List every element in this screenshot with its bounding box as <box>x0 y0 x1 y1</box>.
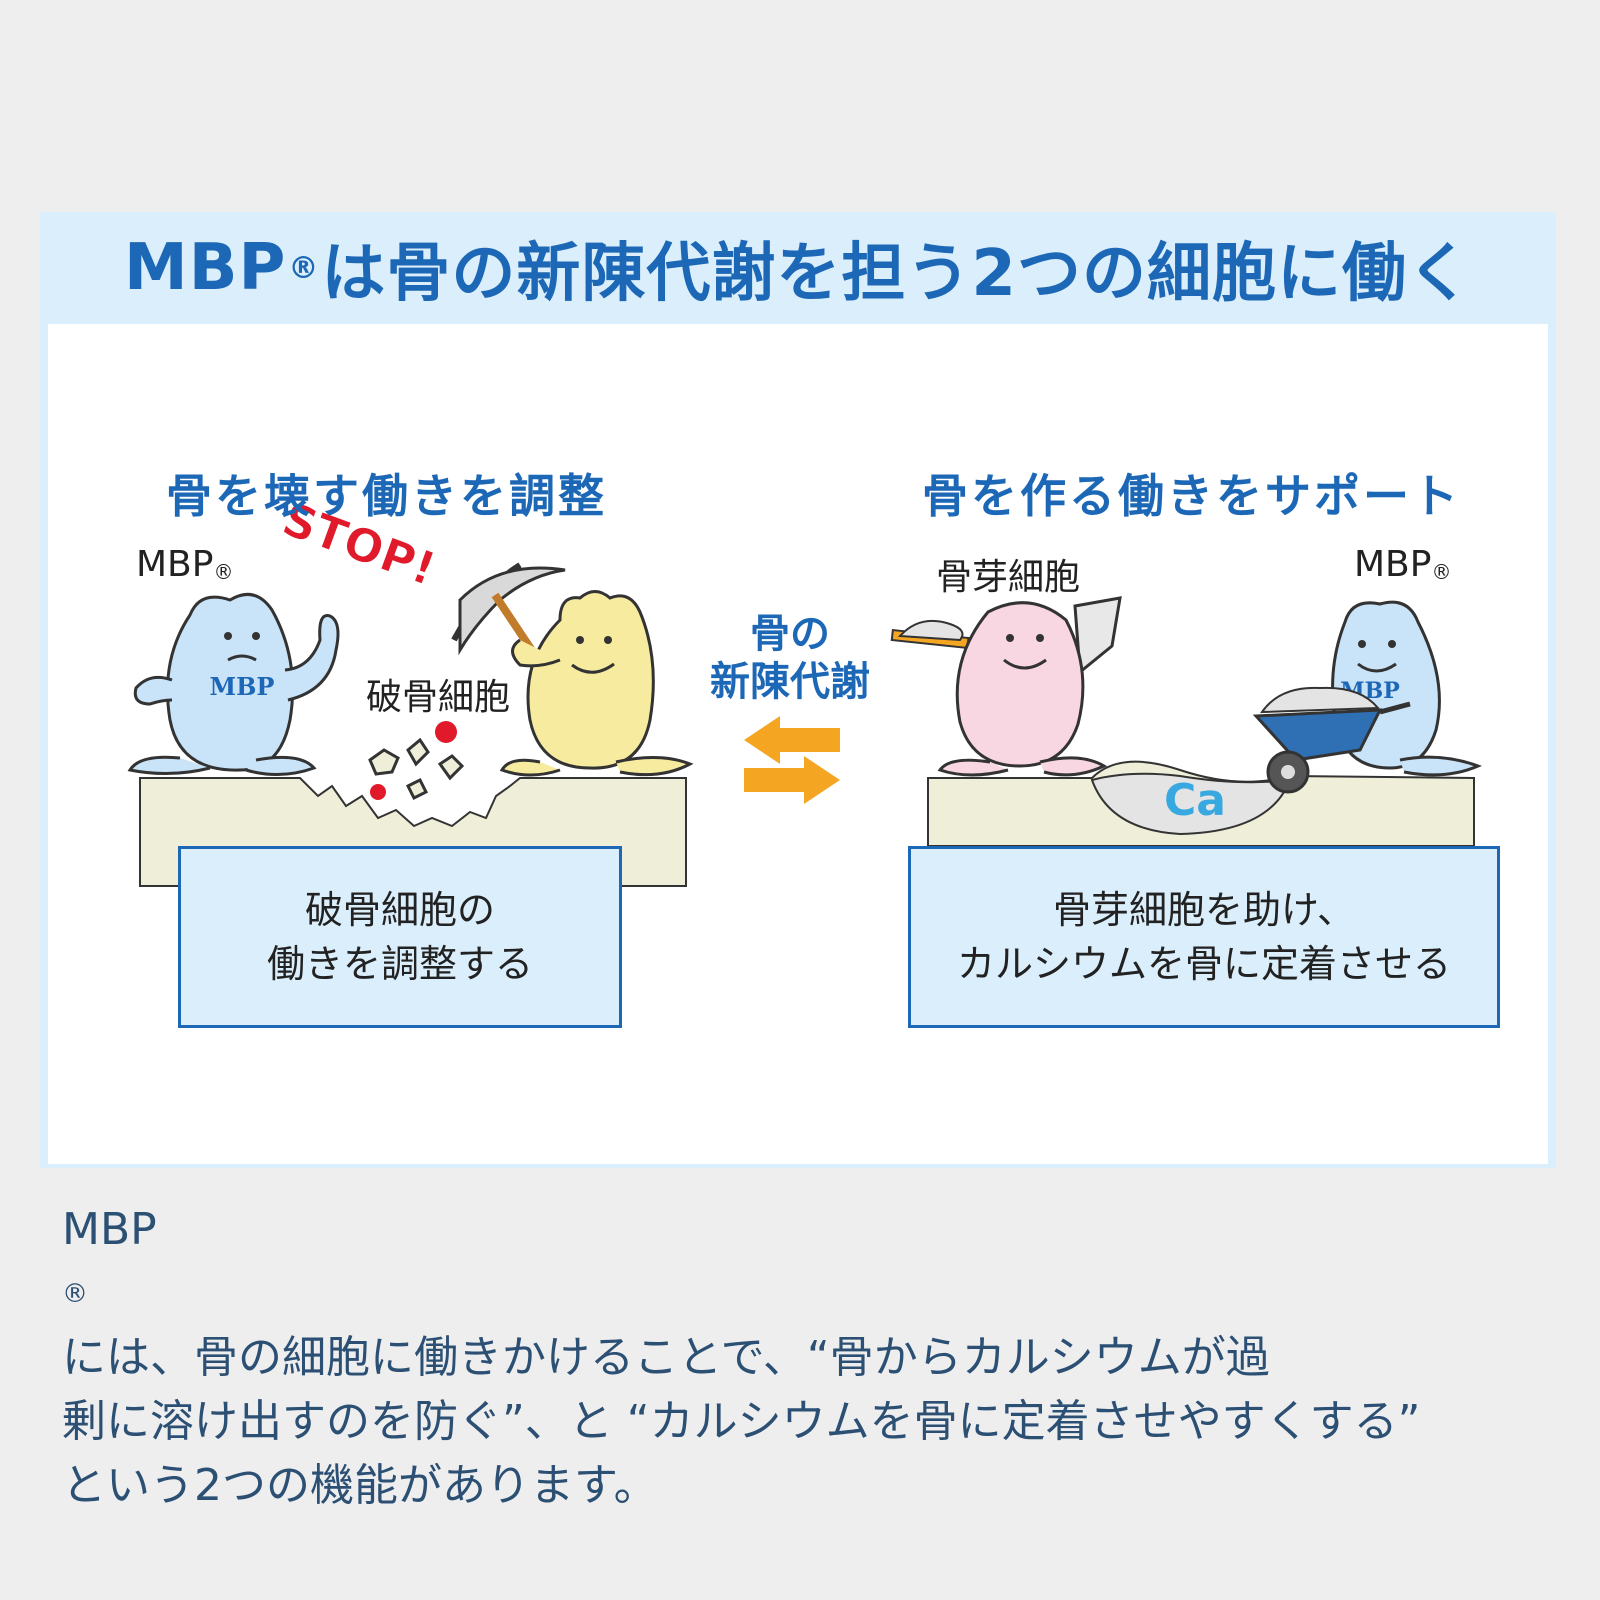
spark-icons <box>370 721 457 800</box>
title-text: は骨の新陳代謝を担う2つの細胞に働く <box>321 237 1472 311</box>
left-description-box: 破骨細胞の 働きを調整する <box>178 846 622 1028</box>
left-mbp-label-text: MBP <box>136 544 214 585</box>
caption-line2: 剰に溶け出すのを防ぐ”、と “カルシウムを骨に定着させやすくする” <box>62 1396 1421 1447</box>
caption-text: MBP ® には、骨の細胞に働きかけることで、“骨からカルシウムが過 剰に溶け出すの… <box>62 1198 1562 1518</box>
caption-line3: という2つの機能があります。 <box>62 1460 658 1511</box>
osteoblast-label: 骨芽細胞 <box>936 557 1081 598</box>
right-description-box: 骨芽細胞を助け、 カルシウムを骨に定着させる <box>908 846 1500 1028</box>
right-mbp-label-text: MBP <box>1354 544 1432 585</box>
right-heading: 骨を作る働きをサポート <box>922 469 1461 523</box>
right-mbp-mascot: MBP <box>1252 600 1483 794</box>
caption-prefix: MBP <box>62 1204 157 1255</box>
left-mbp-reg-mark: ® <box>213 560 234 584</box>
right-box-line1: 骨芽細胞を助け、 <box>1052 888 1356 932</box>
caption-line1: MBP ® には、骨の細胞に働きかけることで、“骨からカルシウムが過 <box>62 1198 1562 1390</box>
osteoclast-label: 破骨細胞 <box>366 677 511 718</box>
right-mbp-reg-mark: ® <box>1431 560 1452 584</box>
wheelbarrow-icon <box>1252 708 1383 762</box>
page-title: MBP®は骨の新陳代謝を担う2つの細胞に働く <box>40 212 1556 324</box>
left-mbp-mascot: MBP <box>127 592 340 777</box>
bone-fragments <box>368 737 465 801</box>
metabolism-label-line1: 骨の <box>750 611 830 657</box>
exchange-arrows-icon <box>744 716 840 804</box>
title-prefix: MBP <box>124 231 287 305</box>
osteoblast-character <box>890 596 1122 777</box>
title-reg-mark: ® <box>288 250 320 286</box>
caption-reg-mark: ® <box>62 1279 88 1309</box>
calcium-label: Ca <box>1164 775 1226 826</box>
metabolism-label-line2: 新陳代謝 <box>710 659 870 705</box>
right-box-line2: カルシウムを骨に定着させる <box>956 942 1451 986</box>
left-box-line1: 破骨細胞の <box>304 888 495 932</box>
osteoclast-character <box>451 562 694 777</box>
left-mbp-label: MBP® <box>136 544 233 585</box>
left-mbp-badge: MBP <box>210 672 275 701</box>
left-box-line2: 働きを調整する <box>266 942 533 986</box>
caption-line1-text: には、骨の細胞に働きかけることで、“骨からカルシウムが過 <box>62 1332 1270 1383</box>
right-mbp-label: MBP® <box>1354 544 1451 585</box>
metabolism-label: 骨の 新陳代謝 <box>690 610 890 706</box>
left-heading: 骨を壊す働きを調整 <box>166 469 607 523</box>
